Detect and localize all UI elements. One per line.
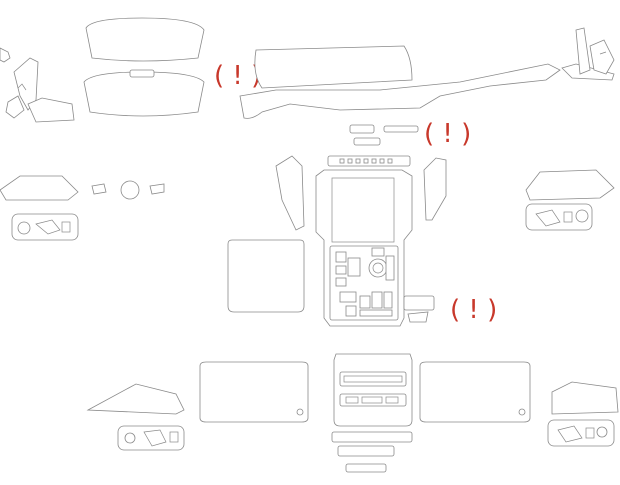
rear-left-door-trim — [86, 383, 185, 415]
rear-center-console — [333, 353, 413, 427]
center-side-panel-right — [423, 157, 447, 221]
center-side-panel-left — [275, 155, 305, 231]
gear-side-panel — [403, 295, 435, 311]
rear-right-door-trim — [551, 381, 619, 415]
gear-panel-warning: ( ! ) — [450, 295, 497, 325]
left-mirror-controls — [91, 180, 165, 200]
cluster-tab — [129, 69, 155, 78]
right-seat-control-panel — [525, 203, 593, 231]
rear-left-screen — [199, 361, 309, 423]
right-pillar-trim — [575, 27, 615, 75]
center-button-strip — [353, 137, 381, 146]
left-door-trim — [0, 175, 79, 201]
rear-right-seat-controls — [547, 419, 615, 447]
center-console — [315, 169, 413, 327]
gear-side-trim — [407, 311, 429, 323]
climate-button-row — [327, 155, 411, 167]
center-vent-long — [383, 125, 419, 133]
left-seat-control-panel — [11, 213, 79, 241]
instrument-cluster-top — [85, 17, 205, 62]
center-console-top-warning: ( ! ) — [424, 119, 471, 149]
rear-left-screen-button — [296, 408, 304, 416]
rear-console-strips — [331, 431, 413, 473]
dashboard-warning: ( ! ) — [214, 61, 261, 91]
instrument-cluster-bottom — [83, 71, 205, 117]
dashboard-trim — [239, 63, 561, 119]
rear-left-seat-controls — [117, 425, 185, 451]
dashboard-trim-right — [561, 63, 615, 81]
center-left-pad — [227, 239, 305, 313]
center-vent-small — [349, 124, 375, 134]
rear-right-screen — [419, 361, 531, 423]
left-pillar-trim — [0, 47, 75, 123]
dashboard-screen — [254, 45, 413, 89]
rear-right-screen-button — [518, 408, 526, 416]
right-door-trim — [525, 169, 615, 201]
